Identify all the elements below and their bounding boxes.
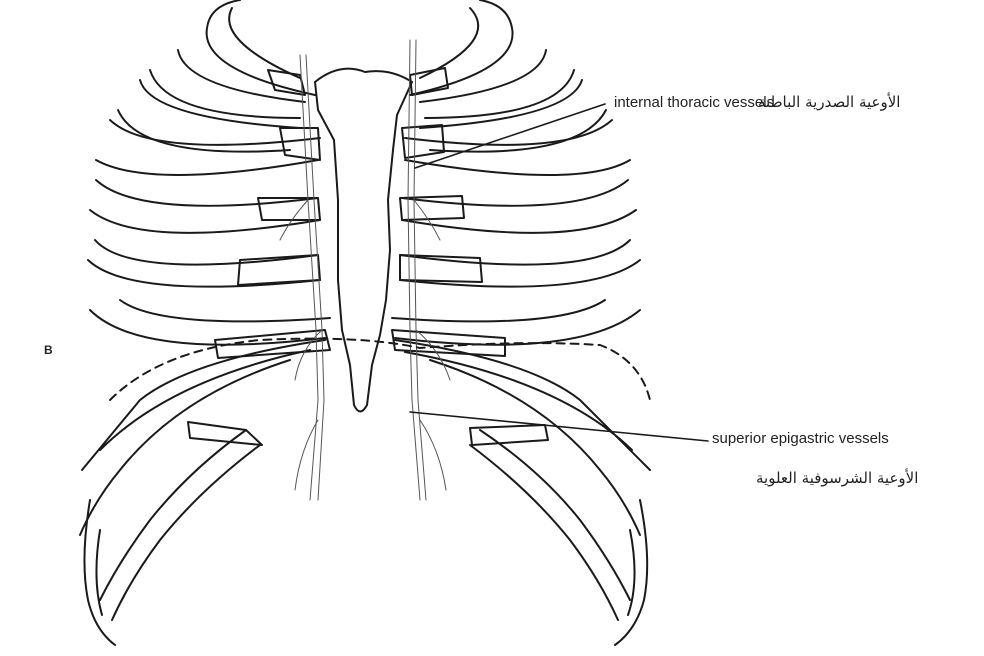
left-ribs [80,0,330,645]
panel-letter: B [44,343,53,357]
internal-thoracic-label-en: internal thoracic vessels [614,94,774,111]
internal-thoracic-label-ar: الأوعية الصدرية الباطنة [758,93,900,111]
superior-epigastric-label-en: superior epigastric vessels [712,430,889,447]
superior-epigastric-leader [410,412,708,441]
right-ribs [392,0,650,645]
diaphragm-outline [110,339,650,400]
superior-epigastric-label-ar: الأوعية الشرسوفية العلوية [756,469,918,487]
left-cartilages [188,70,330,445]
sternum [315,69,412,412]
internal-thoracic-vessels [280,40,450,500]
